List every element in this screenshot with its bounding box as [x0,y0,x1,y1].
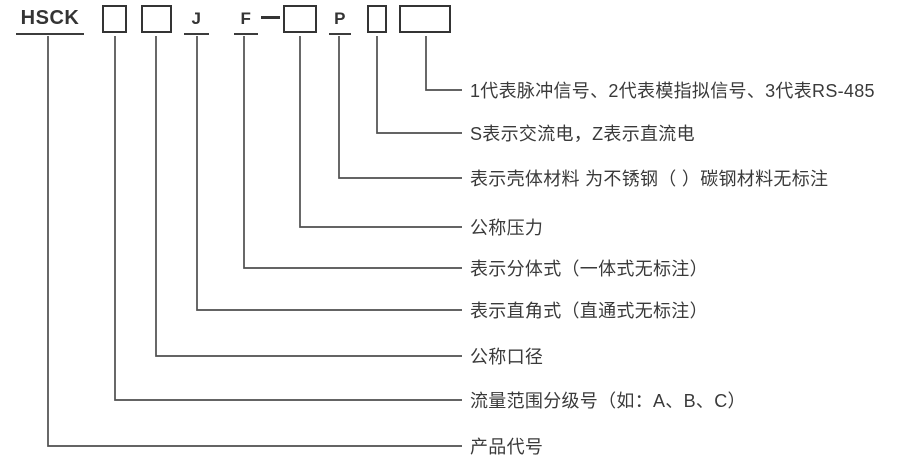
dash-separator [261,16,280,19]
connector-power-line [376,36,462,134]
connector-signal-line [425,36,462,91]
angle-type-letter: J [184,6,209,35]
connector-product-code-line [47,36,462,447]
connector-split-type-line [243,36,462,269]
label-shell-material: 表示壳体材料 为不锈钢（ ）碳钢材料无标注 [470,169,829,189]
label-signal-type: 1代表脉冲信号、2代表模指拟信号、3代表RS-485 [470,81,875,101]
label-split-type: 表示分体式（一体式无标注） [470,259,708,279]
power-code-box [367,5,387,33]
signal-code-box [399,5,451,33]
label-power-supply: S表示交流电，Z表示直流电 [470,124,695,144]
connector-angle-type-line [196,36,462,311]
connector-pressure-line [299,36,462,228]
shell-material-letter: P [329,6,351,35]
connector-shell-material-line [338,36,462,179]
label-nominal-diameter: 公称口径 [470,347,544,367]
label-nominal-pressure: 公称压力 [470,218,544,238]
product-code-prefix: HSCK [16,6,84,35]
pressure-code-box [283,5,317,33]
connector-diameter-line [155,36,462,357]
label-angle-type: 表示直角式（直通式无标注） [470,301,708,321]
label-flow-range-grade: 流量范围分级号（如：A、B、C） [470,391,746,411]
diameter-code-box [141,5,172,33]
connector-flow-range-line [114,36,462,401]
split-type-letter: F [234,6,258,35]
flow-range-code-box [102,5,127,33]
label-product-code: 产品代号 [470,437,544,457]
